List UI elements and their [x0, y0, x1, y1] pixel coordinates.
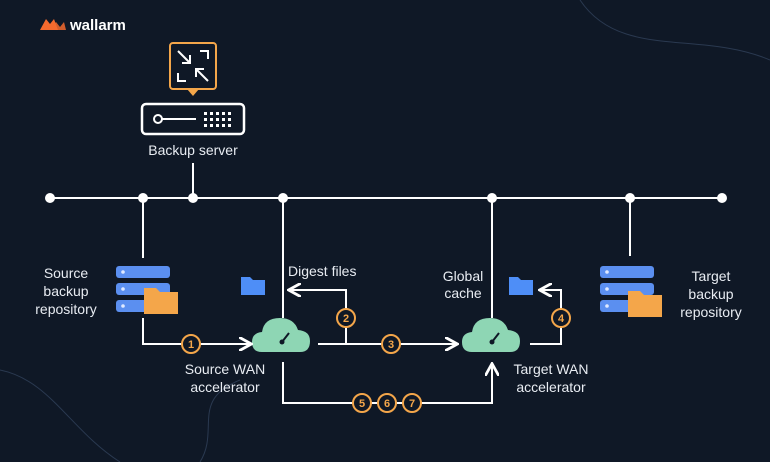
source-wan-label-line2: accelerator: [190, 379, 260, 395]
step-badge-3: 3: [381, 334, 401, 354]
step-badge-6: 6: [377, 393, 397, 413]
svg-text:1: 1: [188, 339, 194, 351]
backup-server-label: Backup server: [148, 142, 238, 158]
source-repository: Source backup repository: [35, 265, 178, 317]
svg-text:5: 5: [359, 398, 365, 410]
target-wan-label-line2: accelerator: [516, 379, 586, 395]
step-badge-4: 4: [551, 308, 571, 328]
folder-icon: [144, 288, 178, 314]
step-badges: 1 2 3 4 5 6 7: [181, 308, 571, 413]
target-repo-label-line3: repository: [680, 304, 741, 320]
target-repository: Target backup repository: [600, 266, 742, 320]
arrow-step-1: [142, 318, 250, 344]
source-repo-label-line3: repository: [35, 301, 96, 317]
target-wan-label-line1: Target WAN: [514, 361, 589, 377]
target-repo-label-line1: Target: [692, 268, 731, 284]
source-repo-label-line2: backup: [43, 283, 88, 299]
step-badge-1: 1: [181, 334, 201, 354]
svg-text:3: 3: [388, 339, 394, 351]
backup-logo-icon: [169, 42, 217, 96]
step-badge-5: 5: [352, 393, 372, 413]
server-icon: [140, 102, 246, 136]
digest-folder-icon: [241, 277, 265, 295]
digest-files-label: Digest files: [288, 263, 356, 279]
cloud-gauge-icon: [252, 318, 310, 352]
svg-text:6: 6: [384, 398, 390, 410]
global-cache-label-line1: Global: [443, 268, 483, 284]
source-wan-label-line1: Source WAN: [185, 361, 265, 377]
svg-text:2: 2: [343, 313, 349, 325]
svg-text:7: 7: [409, 398, 415, 410]
brand-name: wallarm: [69, 17, 126, 34]
global-cache-label-line2: cache: [444, 285, 482, 301]
cloud-gauge-icon: [462, 318, 520, 352]
source-wan-accelerator: Source WAN accelerator: [185, 318, 310, 395]
target-wan-accelerator: Target WAN accelerator: [462, 318, 588, 395]
cache-folder-icon: [509, 277, 533, 295]
folder-icon: [628, 291, 662, 317]
step-badge-2: 2: [336, 308, 356, 328]
svg-text:4: 4: [558, 313, 565, 325]
step-badge-7: 7: [402, 393, 422, 413]
wallarm-logo: wallarm: [40, 17, 126, 34]
network-bus: [45, 163, 727, 318]
target-repo-label-line2: backup: [688, 286, 733, 302]
backup-server: Backup server: [140, 42, 246, 158]
source-repo-label-line1: Source: [44, 265, 89, 281]
wallarm-logo-icon: [40, 19, 66, 30]
